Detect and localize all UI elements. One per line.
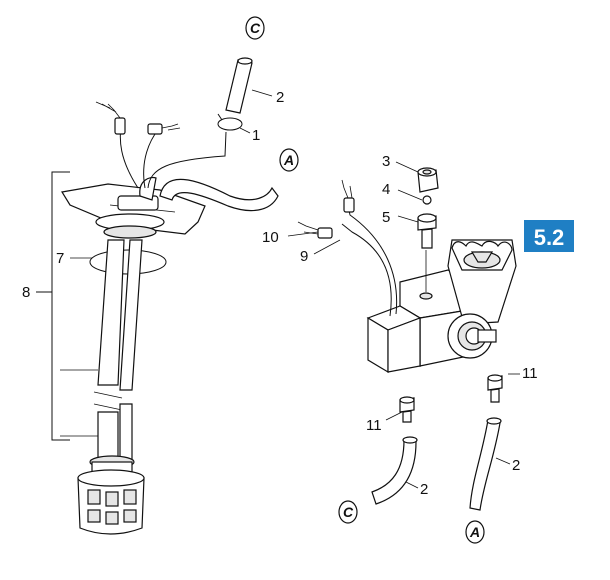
ref-marker-a-bottom: A <box>465 520 485 544</box>
leader-lines <box>70 89 520 489</box>
ref-marker-c-top: C <box>245 16 265 40</box>
callout-9: 9 <box>300 248 308 265</box>
callout-11-left: 11 <box>366 417 382 434</box>
svg-text:C: C <box>343 504 354 520</box>
callout-8: 8 <box>22 284 30 301</box>
callout-11-right: 11 <box>522 365 538 382</box>
callout-2-lower-right: 2 <box>512 457 520 474</box>
callout-5: 5 <box>382 209 390 226</box>
hose-fitting <box>417 213 437 249</box>
svg-text:A: A <box>469 524 480 540</box>
section-reference-label: 5.2 <box>534 225 565 250</box>
ref-marker-a-top: A <box>279 148 299 172</box>
ref-marker-c-bottom: C <box>338 500 358 524</box>
fuel-sender-assembly <box>36 101 279 535</box>
hose-lower-left <box>371 436 418 505</box>
callout-1: 1 <box>252 127 260 144</box>
callout-2-lower-left: 2 <box>420 481 428 498</box>
fitting-lower-right <box>487 374 503 403</box>
callout-4: 4 <box>382 181 390 198</box>
pump-filter-assembly <box>297 179 517 374</box>
callout-2-top: 2 <box>276 89 284 106</box>
fitting-nut <box>417 167 439 193</box>
hose-clamp <box>217 113 243 131</box>
svg-text:C: C <box>250 20 261 36</box>
hose-lower-right <box>469 417 502 511</box>
fitting-lower-left <box>399 396 415 423</box>
callout-10: 10 <box>262 229 279 246</box>
svg-text:A: A <box>283 152 294 168</box>
callout-3: 3 <box>382 153 390 170</box>
washer <box>422 195 432 205</box>
section-reference-badge[interactable]: 5.2 <box>524 220 574 252</box>
callout-7: 7 <box>56 250 64 267</box>
hose-top <box>225 57 253 114</box>
